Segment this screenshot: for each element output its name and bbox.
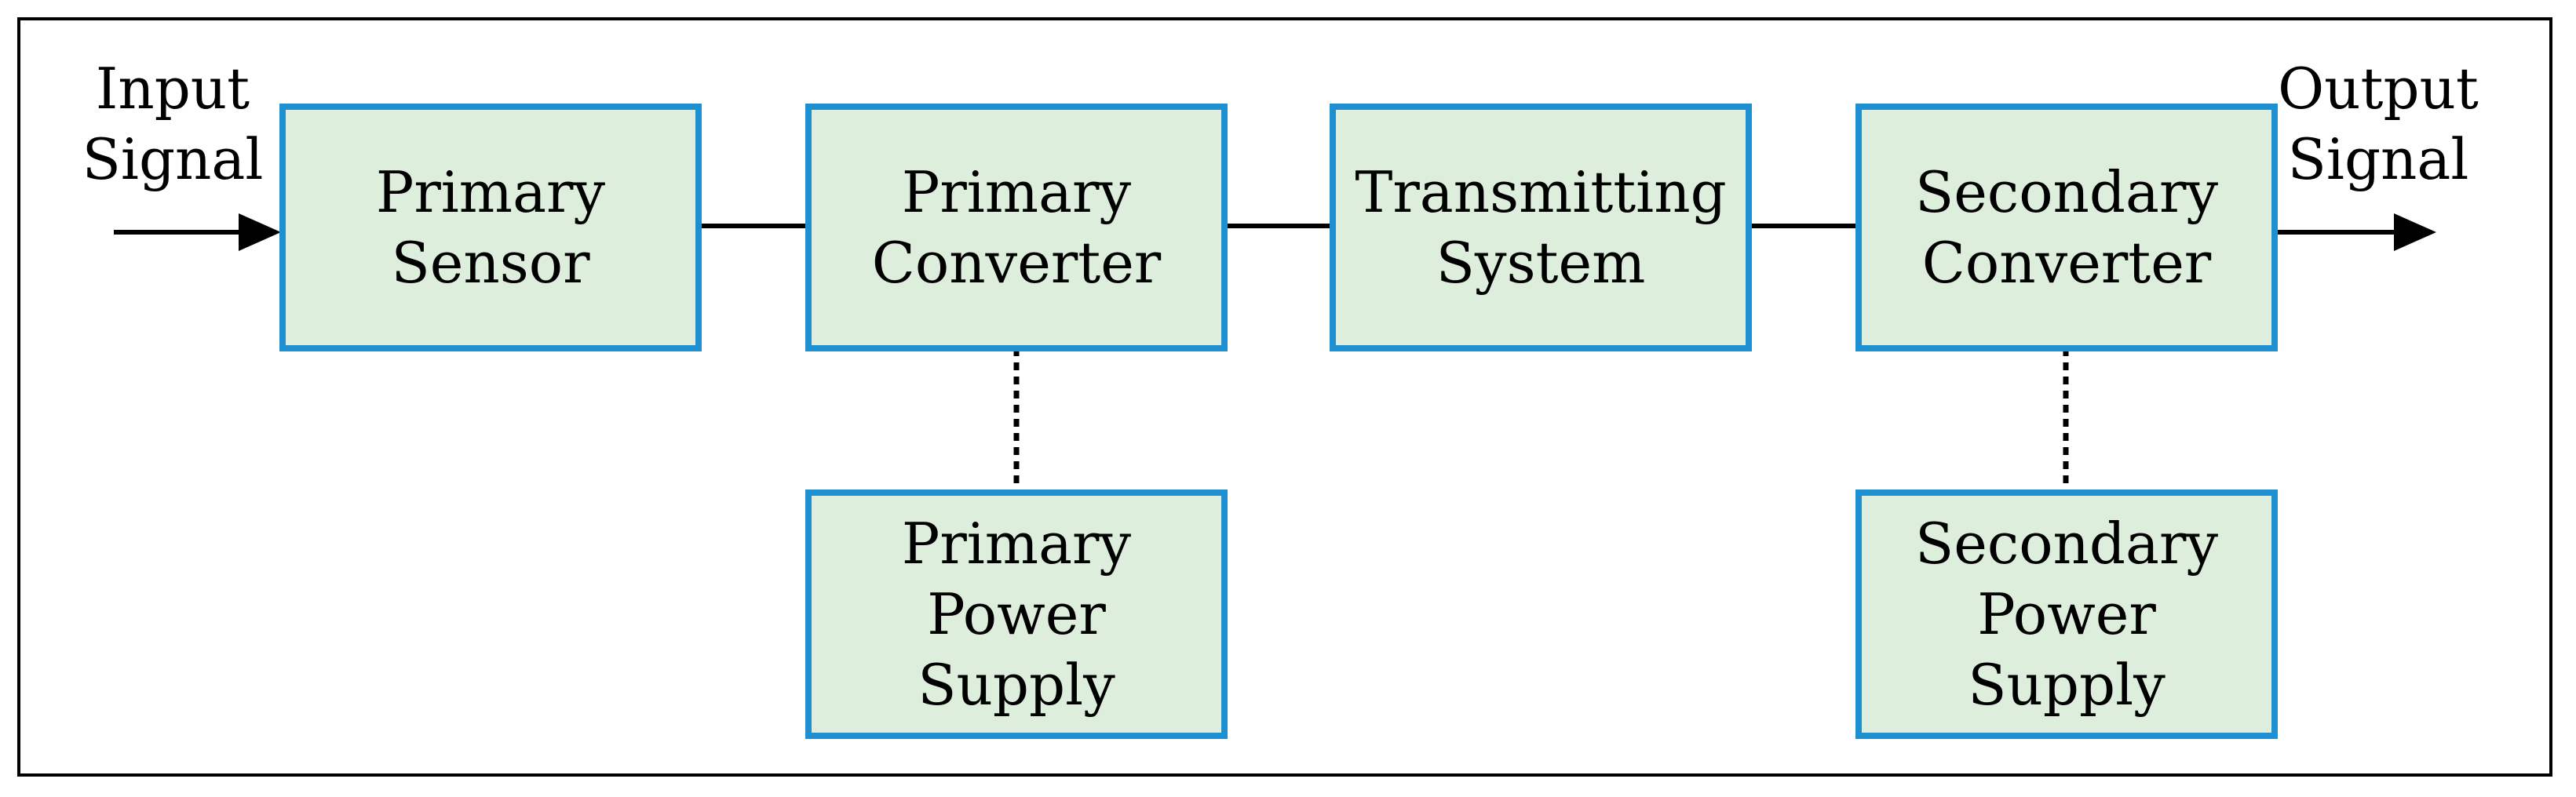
input-signal-line2: Signal	[82, 126, 264, 192]
primary-power-supply-line1: Primary	[901, 511, 1132, 577]
primary-converter-line2: Converter	[871, 230, 1162, 296]
output-signal-label: Output Signal	[2260, 53, 2496, 195]
input-signal-line1: Input	[95, 56, 250, 122]
diagram-frame	[17, 17, 2552, 777]
primary-power-supply-line3: Supply	[918, 652, 1115, 718]
transmitting-system-block: Transmitting System	[1330, 104, 1752, 351]
secondary-power-supply-block: Secondary Power Supply	[1855, 489, 2278, 739]
input-signal-label: Input Signal	[63, 53, 283, 195]
primary-sensor-block: Primary Sensor	[279, 104, 702, 351]
secondary-converter-line2: Converter	[1921, 230, 2212, 296]
secondary-power-supply-line2: Power	[1977, 581, 2156, 647]
secondary-converter-line1: Secondary	[1914, 159, 2219, 225]
transmitting-system-line2: System	[1436, 230, 1646, 296]
output-signal-line1: Output	[2278, 56, 2479, 122]
secondary-power-supply-line1: Secondary	[1914, 511, 2219, 577]
primary-sensor-line2: Sensor	[391, 230, 590, 296]
secondary-converter-block: Secondary Converter	[1855, 104, 2278, 351]
transmitting-system-line1: Transmitting	[1355, 159, 1727, 225]
secondary-power-supply-line3: Supply	[1968, 652, 2166, 718]
primary-power-supply-block: Primary Power Supply	[805, 489, 1228, 739]
output-signal-line2: Signal	[2287, 126, 2469, 192]
primary-sensor-line1: Primary	[375, 159, 606, 225]
primary-power-supply-line2: Power	[927, 581, 1106, 647]
primary-converter-line1: Primary	[901, 159, 1132, 225]
primary-converter-block: Primary Converter	[805, 104, 1228, 351]
